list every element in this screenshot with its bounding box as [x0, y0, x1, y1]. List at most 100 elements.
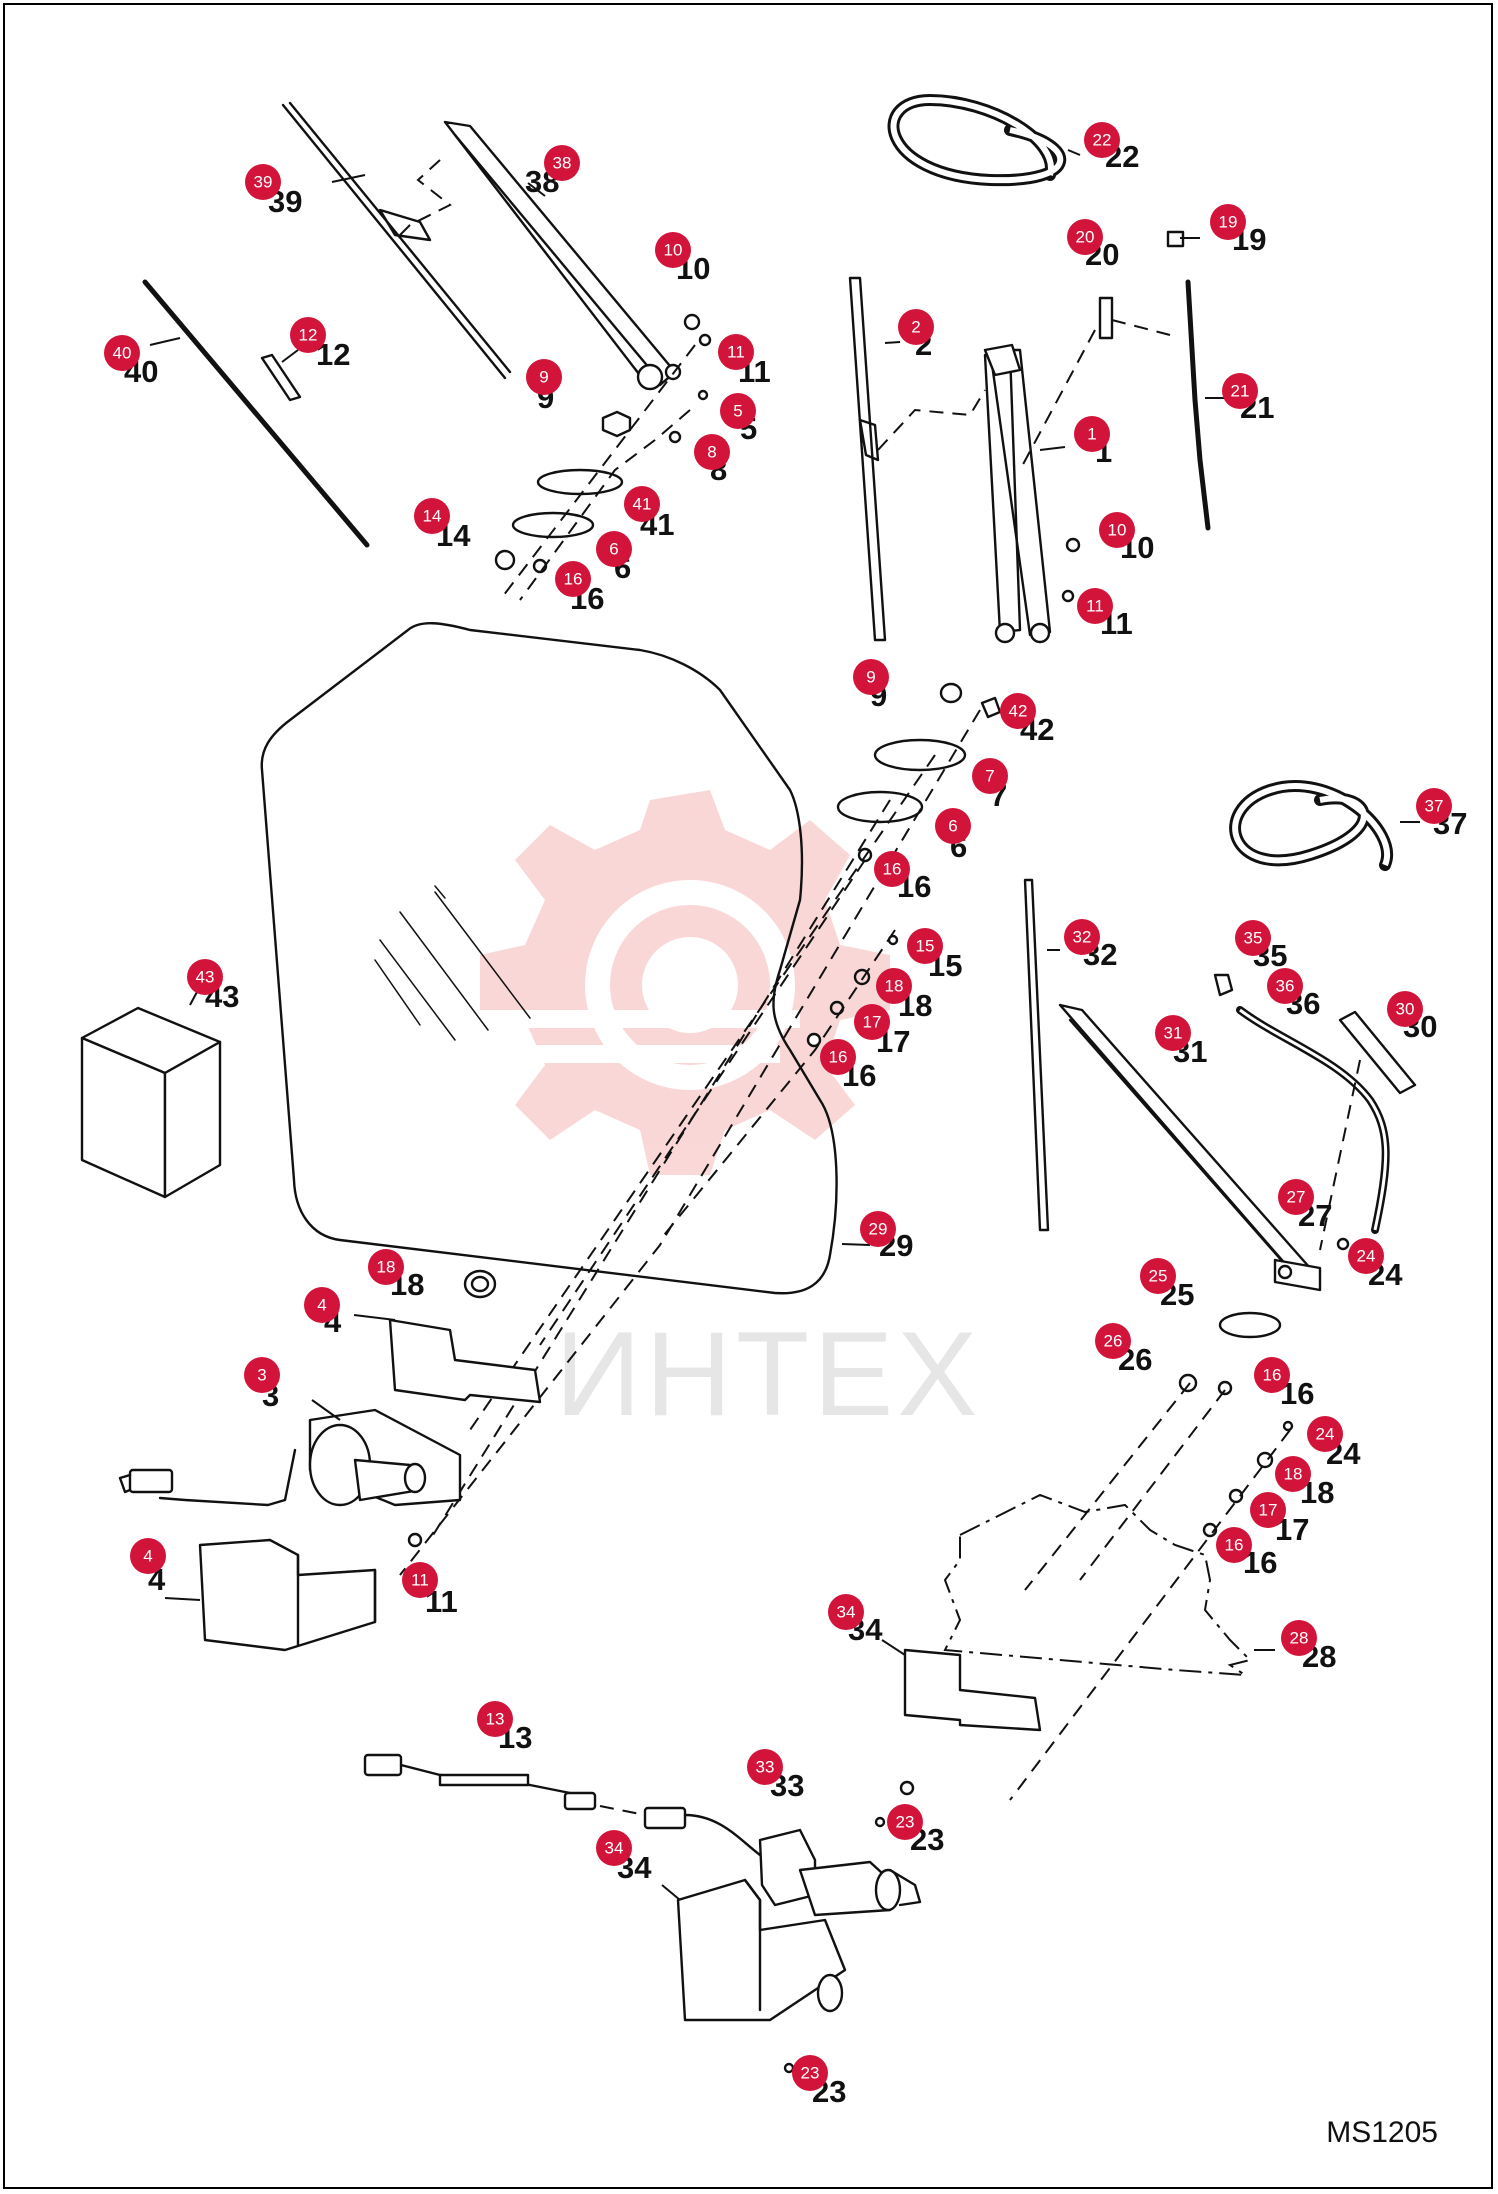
callout-marker — [130, 1538, 166, 1574]
callout-marker — [304, 1287, 340, 1323]
callout-10: 10 — [655, 232, 691, 268]
callout-number: 15 — [916, 937, 935, 956]
part-10-cap — [1065, 537, 1081, 553]
callout-number: 21 — [1231, 382, 1250, 401]
callout-marker — [477, 1701, 513, 1737]
watermark-text: ИНТЕХ — [555, 1307, 981, 1441]
callout-marker — [544, 145, 580, 181]
callout-marker — [876, 968, 912, 1004]
part-24-nut — [1336, 1237, 1350, 1251]
callout-marker — [1254, 1357, 1290, 1393]
callout-marker — [792, 2055, 828, 2091]
callout-number: 23 — [801, 2064, 820, 2083]
callout-number: 36 — [1276, 977, 1295, 996]
callout-number: 10 — [1108, 521, 1127, 540]
callout-21: 21 — [1222, 373, 1258, 409]
callout-22: 22 — [1084, 122, 1120, 158]
callout-marker — [907, 928, 943, 964]
callout-number: 14 — [423, 507, 442, 526]
callout-marker — [1155, 1015, 1191, 1051]
part-9-nut — [601, 410, 632, 438]
callout-number: 7 — [985, 767, 994, 786]
callout-marker — [1235, 920, 1271, 956]
callout-marker — [624, 486, 660, 522]
callout-27: 27 — [1278, 1179, 1314, 1215]
part-18-washer — [1256, 1451, 1274, 1469]
callout-16: 16 — [555, 561, 591, 597]
part-37-hose-coil — [1229, 780, 1393, 871]
callout-marker — [1210, 204, 1246, 240]
part-3-wiper-motor — [118, 1408, 462, 1507]
callout-12: 12 — [290, 317, 326, 353]
callout-30: 30 — [1387, 991, 1423, 1027]
part-26-washer — [1178, 1373, 1198, 1393]
callout-14: 14 — [414, 498, 450, 534]
callout-39: 39 — [245, 164, 281, 200]
part-23-nut — [783, 2062, 795, 2074]
callout-8: 8 — [694, 434, 730, 470]
callout-number: 34 — [837, 1603, 856, 1622]
callout-marker — [368, 1249, 404, 1285]
callout-marker — [898, 309, 934, 345]
callout-number: 29 — [869, 1220, 888, 1239]
callout-number: 17 — [863, 1013, 882, 1032]
assembly-line — [519, 409, 691, 601]
callout-5: 5 — [720, 393, 756, 429]
callout-marker — [860, 1211, 896, 1247]
callout-11: 11 — [402, 1562, 438, 1598]
callout-38: 38 — [544, 145, 580, 181]
part-15-screw — [887, 934, 899, 946]
part-21-tube — [1185, 279, 1211, 531]
callout-number: 41 — [633, 495, 652, 514]
callout-number: 43 — [196, 968, 215, 987]
callout-marker — [1064, 919, 1100, 955]
part-38-wiper-arm — [443, 120, 682, 391]
part-34-motor-cover — [676, 1878, 847, 2022]
callout-34: 34 — [828, 1594, 864, 1630]
assembly-line — [1079, 1389, 1226, 1581]
callout-marker — [187, 959, 223, 995]
callout-marker — [655, 232, 691, 268]
callout-9: 9 — [853, 659, 889, 695]
callout-16: 16 — [820, 1039, 856, 1075]
callout-25: 25 — [1140, 1258, 1176, 1294]
drawing-frame — [3, 3, 1493, 2189]
callout-2: 2 — [898, 309, 934, 345]
glass-reflection — [374, 885, 531, 1041]
callout-3: 3 — [244, 1357, 280, 1393]
callout-marker — [1281, 1620, 1317, 1656]
part-6-gasket — [836, 790, 924, 824]
part-31-wiper-arm — [1058, 1003, 1322, 1292]
callout-number: 40 — [113, 344, 132, 363]
callout-number: 32 — [1073, 928, 1092, 947]
callout-33: 33 — [747, 1749, 783, 1785]
part-23-nut — [874, 1816, 886, 1828]
callout-marker — [747, 1749, 783, 1785]
leader-lines — [149, 149, 1420, 1901]
part-18-washer — [853, 968, 871, 986]
callout-marker — [1095, 1323, 1131, 1359]
callout-number: 23 — [896, 1813, 915, 1832]
callout-number: 38 — [553, 154, 572, 173]
callout-marker — [1216, 1527, 1252, 1563]
assembly-line — [877, 389, 986, 451]
part-7-gasket — [873, 738, 967, 772]
callout-marker — [1084, 122, 1120, 158]
callout-marker — [1074, 416, 1110, 452]
callout-number: 33 — [756, 1758, 775, 1777]
callout-marker — [244, 1357, 280, 1393]
callout-11: 11 — [1077, 588, 1113, 624]
part-6-gasket — [511, 511, 595, 539]
callout-16: 16 — [874, 851, 910, 887]
part-10-cap — [683, 313, 701, 331]
callout-number: 18 — [1284, 1465, 1303, 1484]
callout-number: 11 — [727, 343, 745, 362]
callout-7: 7 — [972, 758, 1008, 794]
callout-marker — [1278, 1179, 1314, 1215]
callout-marker — [887, 1804, 923, 1840]
part-4-mount-bracket — [388, 1318, 542, 1404]
callout-marker — [245, 164, 281, 200]
callout-number: 4 — [143, 1547, 152, 1566]
callout-marker — [1307, 1416, 1343, 1452]
